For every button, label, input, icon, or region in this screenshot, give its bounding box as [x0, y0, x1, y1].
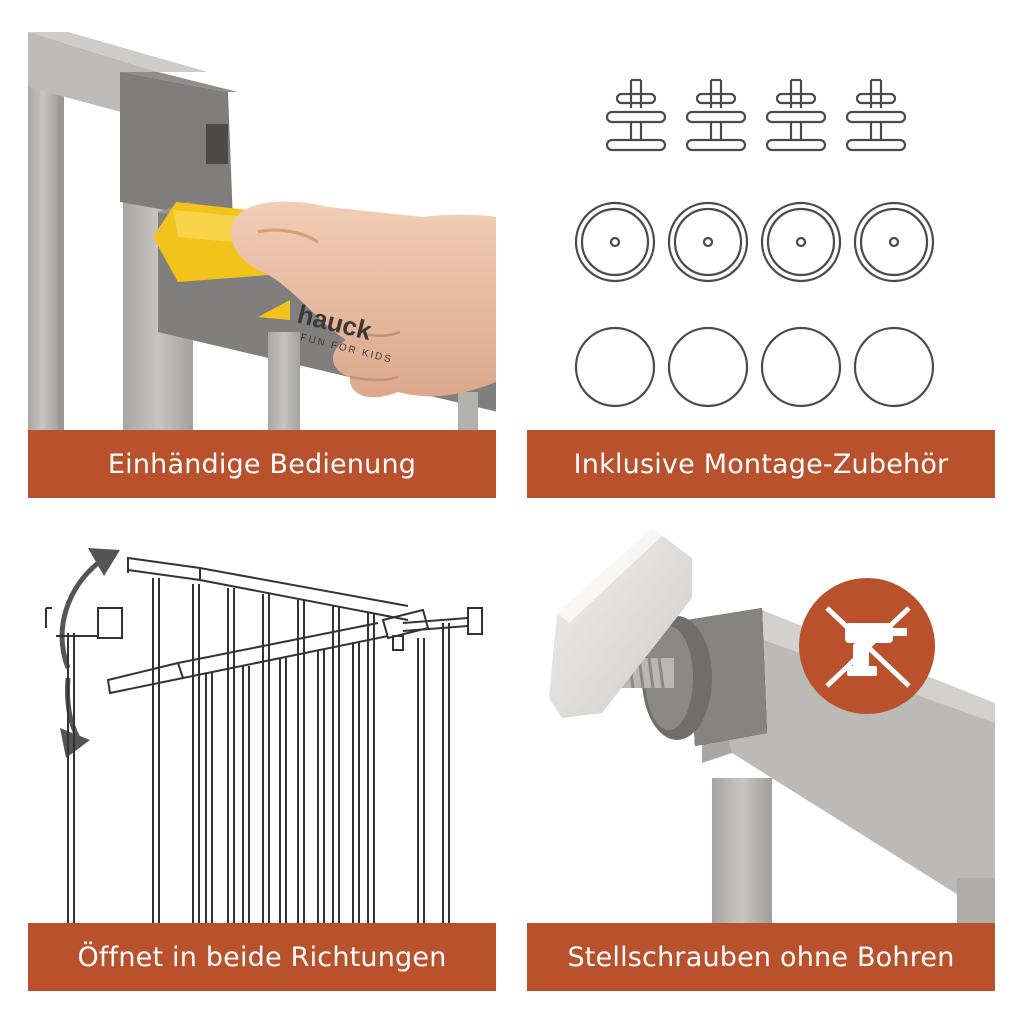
pin-fastener-icon [605, 78, 667, 152]
caption-accessories: Inklusive Montage-Zubehör [527, 430, 995, 498]
caption-no-drill: Stellschrauben ohne Bohren [527, 923, 995, 991]
caption-two-way: Öffnet in beide Richtungen [28, 923, 496, 991]
photo-one-hand-operation: hauck FUN FOR KIDS [28, 32, 496, 430]
caption-text: Einhändige Bedienung [107, 448, 417, 480]
caption-one-hand: Einhändige Bedienung [28, 430, 496, 498]
caption-text: Inklusive Montage-Zubehör [573, 448, 949, 480]
photo-pressure-screw [527, 528, 995, 923]
illustration-two-way-opening [28, 528, 496, 923]
illustration-mounting-accessories [527, 32, 995, 430]
drill-crossed-icon [799, 578, 935, 714]
caption-text: Öffnet in beide Richtungen [77, 941, 447, 973]
caption-text: Stellschrauben ohne Bohren [567, 941, 955, 973]
washer-icon [574, 201, 935, 283]
disc-pad-icon [574, 326, 935, 408]
